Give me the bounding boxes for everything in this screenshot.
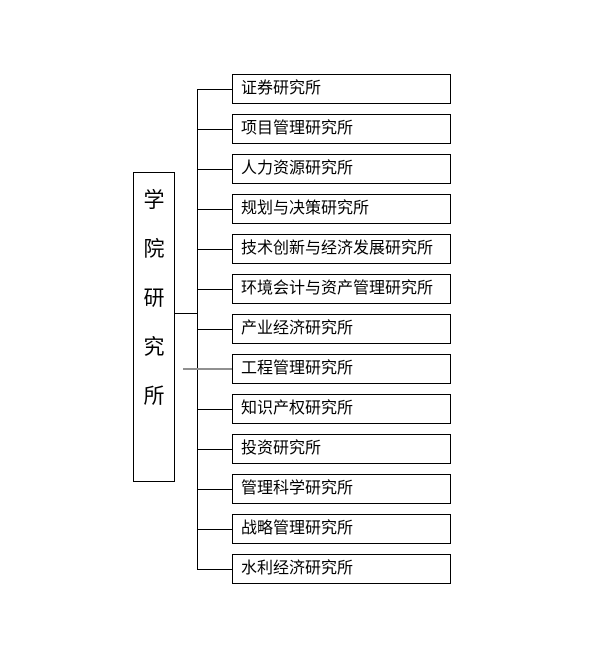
root-label-char: 究 (143, 335, 165, 359)
institute-label: 人力资源研究所 (241, 160, 354, 177)
branch-connector-line (197, 409, 232, 410)
institute-label: 知识产权研究所 (241, 400, 354, 417)
branch-connector-line (197, 329, 232, 330)
institute-box: 战略管理研究所 (232, 514, 451, 544)
institute-box: 水利经济研究所 (232, 554, 451, 584)
institute-label: 产业经济研究所 (241, 320, 354, 337)
institute-label: 管理科学研究所 (241, 480, 354, 497)
institute-label: 投资研究所 (241, 440, 322, 457)
institute-box: 投资研究所 (232, 434, 451, 464)
institute-box: 知识产权研究所 (232, 394, 451, 424)
branch-connector-line (197, 129, 232, 130)
institute-label: 战略管理研究所 (241, 520, 354, 537)
branch-connector-line (197, 449, 232, 450)
branch-connector-line (197, 289, 232, 290)
institute-box: 证券研究所 (232, 74, 451, 104)
institute-box: 环境会计与资产管理研究所 (232, 274, 451, 304)
institute-label: 项目管理研究所 (241, 120, 354, 137)
branch-connector-line (197, 209, 232, 210)
branch-connector-line (197, 489, 232, 490)
branch-connector-line-highlighted (183, 368, 232, 370)
root-label-char: 院 (143, 237, 165, 261)
institute-label: 证券研究所 (241, 80, 322, 97)
root-label-char: 所 (143, 384, 165, 408)
root-label-char: 研 (143, 286, 165, 310)
root-box: 学 院 研 究 所 (133, 172, 175, 482)
branch-connector-line (197, 529, 232, 530)
institute-label: 规划与决策研究所 (241, 200, 370, 217)
institute-box: 人力资源研究所 (232, 154, 451, 184)
institute-box: 规划与决策研究所 (232, 194, 451, 224)
branch-connector-line (197, 169, 232, 170)
institute-box: 项目管理研究所 (232, 114, 451, 144)
institute-label: 环境会计与资产管理研究所 (241, 280, 434, 297)
root-connector-line (174, 313, 198, 314)
institute-label: 工程管理研究所 (241, 360, 354, 377)
institute-label: 水利经济研究所 (241, 560, 354, 577)
institute-label: 技术创新与经济发展研究所 (241, 240, 434, 257)
institute-box: 管理科学研究所 (232, 474, 451, 504)
branch-connector-line (197, 569, 232, 570)
institute-box: 工程管理研究所 (232, 354, 451, 384)
root-label-char: 学 (143, 188, 165, 212)
institute-box: 技术创新与经济发展研究所 (232, 234, 451, 264)
branch-connector-line (197, 89, 232, 90)
institute-box: 产业经济研究所 (232, 314, 451, 344)
branch-connector-line (197, 249, 232, 250)
